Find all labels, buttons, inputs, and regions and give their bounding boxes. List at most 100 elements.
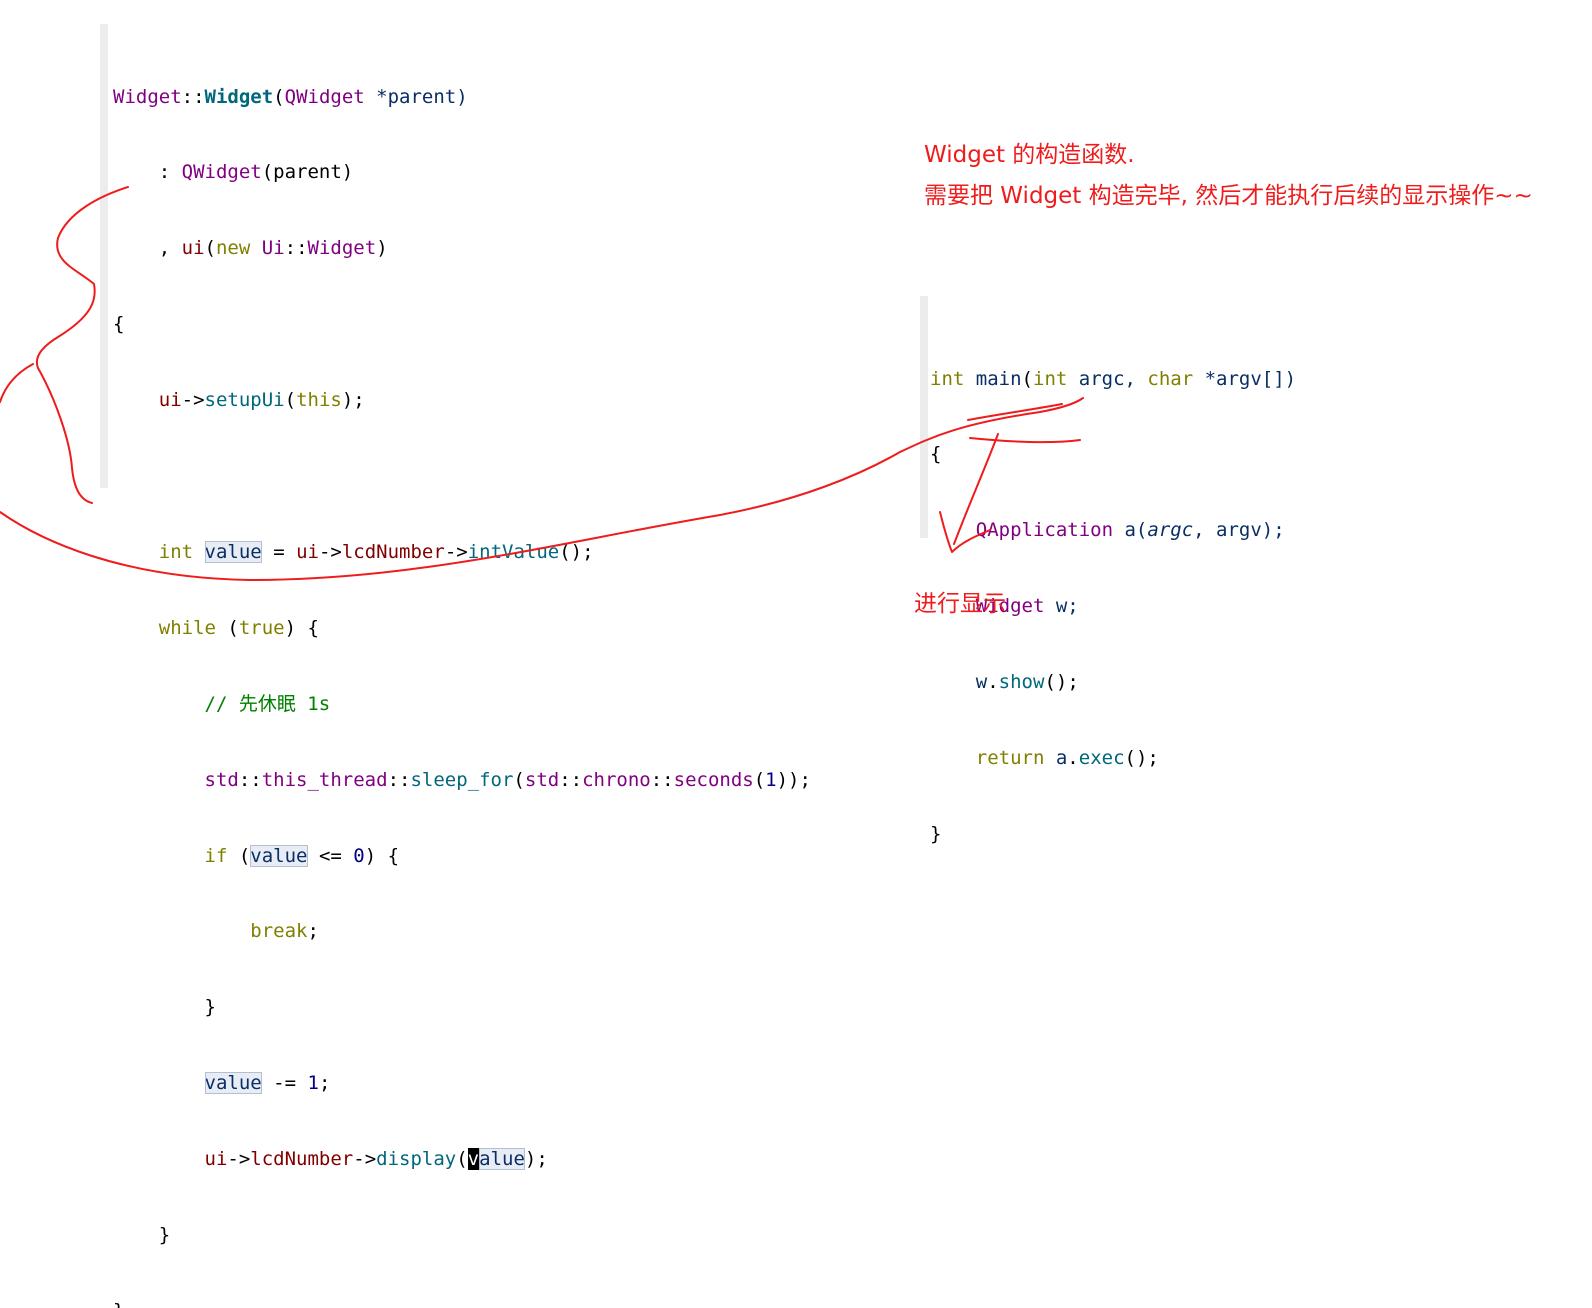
code-token: :: (559, 768, 583, 791)
code-line: { (113, 313, 125, 336)
code-token: argc, (1067, 367, 1148, 390)
code-token: show (998, 671, 1045, 694)
code-comment: // 先休眠 1s (204, 692, 331, 715)
value-variable-highlight[interactable]: value (250, 844, 308, 867)
code-token (964, 368, 975, 390)
code-token: intValue (467, 540, 560, 563)
code-token: ( (513, 768, 525, 791)
code-token: this (296, 389, 342, 412)
display-annotation: 进行显示 (914, 591, 1006, 617)
code-token (250, 237, 261, 259)
text-cursor[interactable]: v (467, 1148, 480, 1171)
code-token: -> (353, 1148, 377, 1171)
code-token: ); (341, 389, 365, 412)
code-token: ui (158, 389, 182, 412)
code-token (113, 920, 250, 942)
code-line: int main(int argc, char *argv[]) (930, 367, 1296, 392)
code-token: while (158, 616, 216, 639)
code-token: , (113, 237, 182, 260)
code-line: Widget w; (930, 594, 1296, 619)
code-token: :: (650, 768, 674, 791)
code-token: ui (204, 1148, 228, 1171)
code-token: a( (1113, 519, 1148, 542)
code-token: exec (1078, 747, 1125, 770)
code-token: ( (456, 1148, 468, 1171)
code-token: chrono (582, 768, 651, 791)
code-token: (); (1124, 747, 1159, 770)
code-token: QApplication (975, 519, 1114, 542)
code-token: Widget (975, 595, 1045, 618)
code-token: (); (559, 540, 594, 563)
code-token: Widget (204, 85, 274, 108)
code-line: int value = ui->lcdNumber->intValue(); (113, 540, 811, 565)
code-token (113, 617, 159, 639)
code-line: Widget::Widget(QWidget *parent) (113, 85, 811, 110)
code-line: return a.exec(); (930, 746, 1296, 771)
code-line: } (113, 996, 216, 1019)
code-line: ui->lcdNumber->display(value); (113, 1147, 811, 1172)
code-token: ui (181, 237, 205, 260)
code-line: } (113, 1223, 171, 1246)
code-token: std (204, 768, 239, 791)
code-token: -> (318, 540, 342, 563)
code-token: new (215, 237, 251, 260)
code-token: ui (296, 540, 319, 563)
code-token: Widget (113, 85, 182, 108)
code-token: ; (318, 1072, 331, 1095)
code-token: ( (753, 768, 766, 791)
code-token: ; (307, 920, 319, 943)
code-token: (); (1044, 671, 1079, 694)
code-token: a (1044, 747, 1068, 770)
code-token: :: (238, 768, 262, 791)
code-token: ( (1021, 367, 1033, 390)
code-token: ( (284, 389, 297, 412)
code-token (930, 671, 976, 693)
code-line: { (930, 443, 942, 466)
code-token: *parent) (364, 85, 468, 108)
code-token: :: (284, 237, 308, 260)
code-line: } (930, 822, 942, 845)
code-line: value -= 1; (113, 1071, 811, 1096)
code-token: 1 (765, 768, 777, 791)
code-token: ) { (284, 616, 319, 639)
code-token: int (930, 367, 965, 390)
code-token: main (975, 367, 1022, 390)
code-line: while (true) { (113, 616, 811, 641)
code-token: -> (181, 389, 205, 412)
code-token: lcdNumber (341, 540, 445, 563)
code-token (113, 693, 205, 715)
code-token: -> (444, 540, 468, 563)
code-line: if (value <= 0) { (113, 844, 811, 869)
code-token: 0 (353, 844, 365, 867)
editor-gutter-left (100, 24, 108, 488)
code-token: ) (376, 237, 388, 260)
code-token: (parent) (261, 161, 354, 184)
code-line: // 先休眠 1s (113, 692, 811, 717)
code-token (113, 845, 205, 867)
code-token: w (975, 671, 988, 694)
value-variable-highlight[interactable]: alue (479, 1148, 525, 1171)
code-line: QApplication a(argc, argv); (930, 518, 1296, 543)
code-token (930, 747, 976, 769)
brace-mark (0, 363, 34, 403)
code-token: , argv); (1193, 519, 1285, 542)
code-token: ( (227, 844, 251, 867)
code-token: ( (215, 616, 239, 639)
code-token: )); (776, 768, 811, 791)
code-token: argc (1147, 519, 1194, 542)
code-token (193, 541, 204, 563)
code-token: true (238, 616, 285, 639)
code-token: break (250, 920, 308, 943)
code-line: , ui(new Ui::Widget) (113, 236, 811, 261)
code-token: QWidget (284, 85, 365, 108)
code-line: break; (113, 919, 811, 944)
code-token: ) { (364, 844, 400, 867)
code-token (113, 389, 159, 411)
value-variable-highlight[interactable]: value (204, 1072, 262, 1095)
code-token: QWidget (181, 161, 262, 184)
code-line: : QWidget(parent) (113, 160, 811, 185)
code-line: } (113, 1299, 811, 1308)
value-variable-highlight[interactable]: value (204, 540, 262, 563)
code-line-blank (113, 464, 811, 489)
code-token: w; (1044, 595, 1079, 618)
